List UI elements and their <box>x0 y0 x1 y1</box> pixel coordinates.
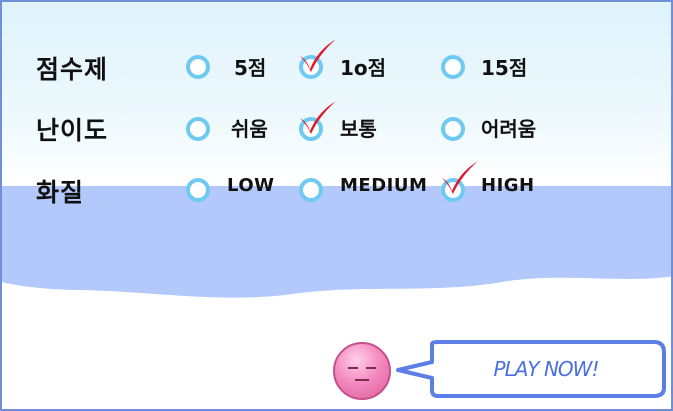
option-label-difficulty-hard[interactable]: 어려움 <box>481 117 537 141</box>
play-now-button[interactable]: PLAY NOW! <box>493 357 600 381</box>
row-label-difficulty: 난이도 <box>36 116 109 145</box>
radio-score-15[interactable] <box>441 55 465 79</box>
pink-face-avatar <box>333 342 391 400</box>
option-label-score-15[interactable]: 15점 <box>481 56 528 80</box>
option-label-quality-low[interactable]: LOW <box>227 175 275 196</box>
option-label-difficulty-normal[interactable]: 보통 <box>340 117 377 141</box>
option-label-score-10[interactable]: 1o점 <box>340 56 387 80</box>
mouth <box>355 379 369 381</box>
option-label-difficulty-easy[interactable]: 쉬움 <box>231 117 268 141</box>
right-eye <box>366 367 376 369</box>
speech-bubble <box>396 340 666 398</box>
radio-quality-low[interactable] <box>186 178 210 202</box>
radio-quality-medium[interactable] <box>299 178 323 202</box>
radio-score-5[interactable] <box>186 55 210 79</box>
radio-difficulty-easy[interactable] <box>186 117 210 141</box>
radio-quality-high[interactable] <box>441 178 465 202</box>
row-label-score: 점수제 <box>36 55 109 84</box>
radio-difficulty-hard[interactable] <box>441 117 465 141</box>
row-label-quality: 화질 <box>36 178 85 207</box>
option-label-quality-medium[interactable]: MEDIUM <box>340 175 428 196</box>
option-label-score-5[interactable]: 5점 <box>234 56 267 80</box>
radio-difficulty-normal[interactable] <box>299 117 323 141</box>
radio-score-10[interactable] <box>299 55 323 79</box>
option-label-quality-high[interactable]: HIGH <box>481 175 535 196</box>
left-eye <box>348 367 358 369</box>
